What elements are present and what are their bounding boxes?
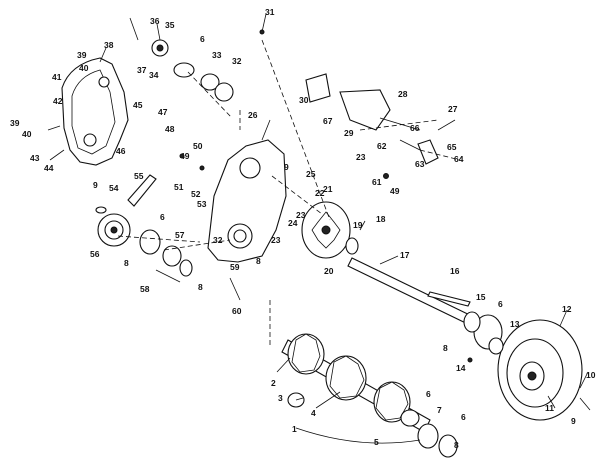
label-13: 13 xyxy=(510,319,520,329)
label-49b: 49 xyxy=(390,186,400,196)
label-36: 36 xyxy=(150,16,160,26)
label-16: 16 xyxy=(450,266,460,276)
label-45: 45 xyxy=(133,100,143,110)
label-8e: 8 xyxy=(454,440,459,450)
lower-sprocket-assembly xyxy=(95,174,157,247)
callout-labels: 1 2 3 4 5 6 7 8 9 10 11 12 13 14 15 16 1… xyxy=(10,7,596,450)
label-11: 11 xyxy=(545,403,554,413)
label-32: 32 xyxy=(232,56,242,66)
label-54: 54 xyxy=(109,183,119,193)
label-56: 56 xyxy=(90,249,100,259)
label-52: 52 xyxy=(191,189,201,199)
label-9: 9 xyxy=(571,416,576,426)
label-4: 4 xyxy=(311,408,316,418)
label-39b: 39 xyxy=(10,118,20,128)
brake-disc xyxy=(301,201,359,259)
label-6c: 6 xyxy=(160,212,165,222)
label-6b: 6 xyxy=(200,34,205,44)
label-10: 10 xyxy=(586,370,596,380)
chaincase-housing xyxy=(207,139,287,263)
label-8b: 8 xyxy=(124,258,129,268)
label-7: 7 xyxy=(437,405,442,415)
label-40b: 40 xyxy=(22,129,32,139)
label-48: 48 xyxy=(165,124,175,134)
label-3: 3 xyxy=(278,393,283,403)
track-drive-assembly xyxy=(281,333,458,458)
label-32b: 32 xyxy=(213,235,223,245)
label-21: 21 xyxy=(323,184,333,194)
label-60: 60 xyxy=(232,306,242,316)
upper-bracket xyxy=(305,73,439,165)
drive-shaft xyxy=(347,257,481,329)
label-55: 55 xyxy=(134,171,144,181)
label-12: 12 xyxy=(562,304,572,314)
label-23b: 23 xyxy=(356,152,366,162)
label-6d: 6 xyxy=(498,299,503,309)
label-8d: 8 xyxy=(256,256,261,266)
label-57: 57 xyxy=(175,230,185,240)
label-24: 24 xyxy=(288,218,298,228)
label-26: 26 xyxy=(248,110,258,120)
label-30: 30 xyxy=(299,95,309,105)
label-47: 47 xyxy=(158,107,168,117)
label-43: 43 xyxy=(30,153,40,163)
upper-sprocket xyxy=(151,39,234,102)
label-1: 1 xyxy=(292,424,297,434)
label-15: 15 xyxy=(476,292,486,302)
label-39a: 39 xyxy=(77,50,87,60)
label-40a: 40 xyxy=(79,63,89,73)
label-33: 33 xyxy=(212,50,222,60)
label-66: 66 xyxy=(410,123,420,133)
label-44: 44 xyxy=(44,163,54,173)
label-53: 53 xyxy=(197,199,207,209)
label-42: 42 xyxy=(53,96,63,106)
label-14: 14 xyxy=(456,363,466,373)
label-19: 19 xyxy=(353,220,363,230)
label-65: 65 xyxy=(447,142,457,152)
label-51: 51 xyxy=(174,182,184,192)
label-23: 23 xyxy=(271,235,281,245)
label-28: 28 xyxy=(398,89,408,99)
leader-lines xyxy=(99,13,591,444)
label-31: 31 xyxy=(265,7,275,17)
label-6: 6 xyxy=(426,389,431,399)
alignment-lines xyxy=(117,39,461,345)
label-22: 22 xyxy=(315,188,325,198)
label-62: 62 xyxy=(377,141,387,151)
chaincase-cover xyxy=(61,57,129,166)
fasteners xyxy=(47,29,473,363)
label-27: 27 xyxy=(448,104,458,114)
label-18: 18 xyxy=(376,214,386,224)
label-35: 35 xyxy=(165,20,175,30)
label-63: 63 xyxy=(415,159,425,169)
label-46: 46 xyxy=(116,146,126,156)
label-59: 59 xyxy=(230,262,240,272)
label-9b: 9 xyxy=(93,180,98,190)
label-2: 2 xyxy=(271,378,276,388)
label-17: 17 xyxy=(400,250,410,260)
label-49a: 49 xyxy=(180,151,190,161)
label-37: 37 xyxy=(137,65,147,75)
label-29: 29 xyxy=(344,128,354,138)
label-64: 64 xyxy=(454,154,464,164)
label-38: 38 xyxy=(104,40,114,50)
label-20: 20 xyxy=(324,266,334,276)
label-8: 8 xyxy=(443,343,448,353)
label-25: 25 xyxy=(306,169,316,179)
label-34: 34 xyxy=(149,70,159,80)
label-41: 41 xyxy=(52,72,62,82)
driven-pulley xyxy=(463,311,583,421)
left-bearing-group xyxy=(139,229,193,277)
label-50: 50 xyxy=(193,141,203,151)
label-8c: 8 xyxy=(198,282,203,292)
label-9c: 9 xyxy=(284,162,289,172)
label-58: 58 xyxy=(140,284,150,294)
label-61: 61 xyxy=(372,177,382,187)
label-6e: 6 xyxy=(461,412,466,422)
label-5: 5 xyxy=(374,437,379,447)
label-23c: 23 xyxy=(296,210,306,220)
label-67: 67 xyxy=(323,116,333,126)
